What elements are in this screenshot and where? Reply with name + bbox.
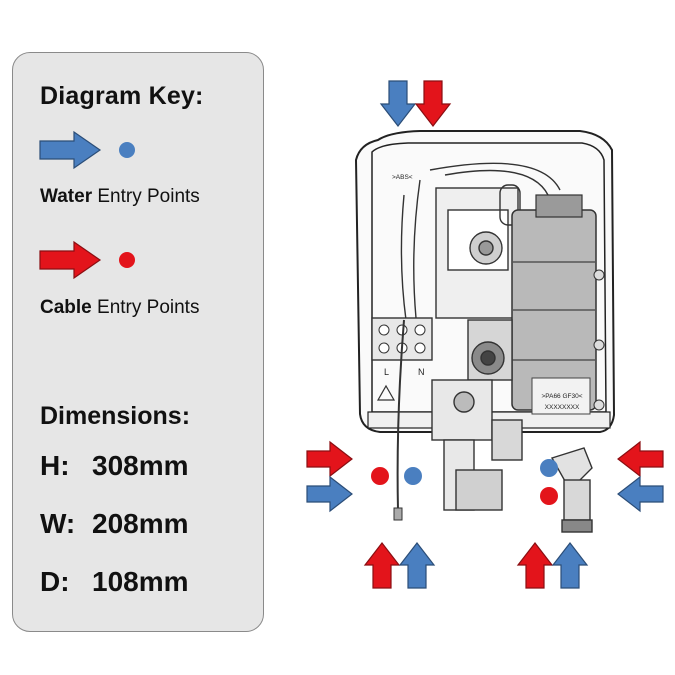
water-arrow-bottom-left (399, 542, 435, 589)
water-entry-dot-bottom-left (404, 467, 422, 485)
cable-arrow-top (415, 80, 451, 127)
dimension-height: H:308mm (40, 450, 189, 481)
terminal-l-label: L (384, 367, 389, 377)
cable-entry-dot-right (540, 487, 558, 505)
water-arrow-bottom-right (552, 542, 588, 589)
dimensions-title: Dimensions: (40, 402, 191, 430)
water-arrow-top (380, 80, 416, 127)
cable-entry-dot-bottom-left (371, 467, 389, 485)
cable-dot-icon (119, 252, 135, 268)
heater-tank: >PA66 GF30< XXXXXXXX (511, 194, 605, 415)
cable-wire (393, 319, 405, 521)
cable-arrow-left (306, 441, 353, 477)
tank-plate-label: >PA66 GF30< (541, 393, 582, 400)
valve-assembly (431, 319, 523, 511)
warning-triangle-icon (376, 384, 396, 401)
cable-legend-label: Cable Entry Points (40, 297, 200, 318)
terminal-n-label: N (418, 367, 425, 377)
cable-arrow-bottom-right (517, 542, 553, 589)
water-arrow-right (617, 476, 664, 512)
water-arrow-left (306, 476, 353, 512)
dimension-depth: D:108mm (40, 566, 189, 597)
water-entry-dot-right (540, 459, 558, 477)
tank-serial-label: XXXXXXXX (545, 404, 580, 411)
cable-arrow-icon (39, 240, 102, 280)
cable-arrow-right (617, 441, 664, 477)
casing-plate-label: >ABS< (392, 174, 413, 181)
water-arrow-icon (39, 130, 102, 170)
dimension-width: W:208mm (40, 508, 189, 539)
internal-frame (400, 162, 561, 321)
key-title: Diagram Key: (40, 82, 204, 110)
water-dot-icon (119, 142, 135, 158)
water-outlet-fitting (550, 447, 593, 533)
cable-arrow-bottom-left (364, 542, 400, 589)
water-legend-symbols (39, 130, 135, 170)
water-legend-label: Water Entry Points (40, 186, 200, 207)
cable-legend-symbols (39, 240, 135, 280)
